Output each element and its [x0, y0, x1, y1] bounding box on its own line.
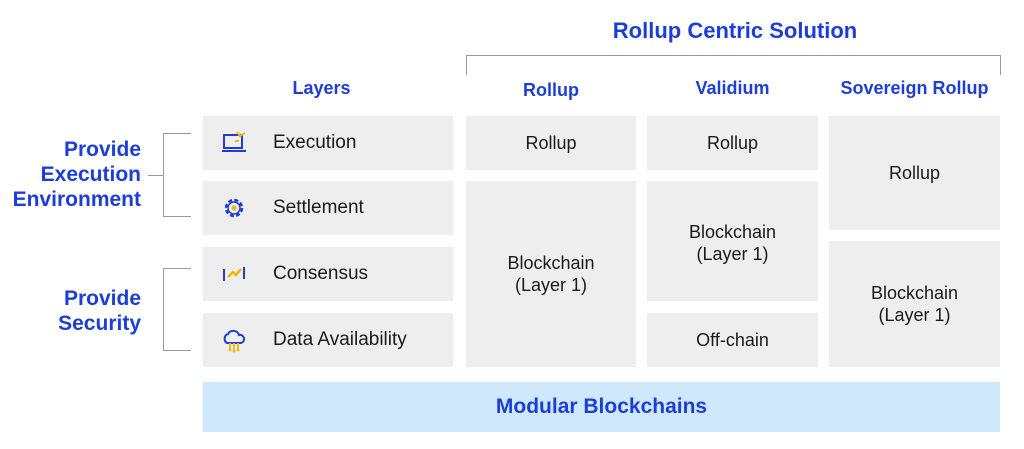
execution-icon — [222, 131, 246, 152]
cloud-icon — [223, 329, 246, 353]
layer-label-consensus: Consensus — [273, 263, 369, 284]
validium-blockchain-cell: Blockchain (Layer 1) — [647, 181, 818, 301]
title-bracket-top — [466, 55, 1001, 56]
gear-icon — [224, 198, 244, 218]
layer-label-settlement: Settlement — [273, 197, 364, 218]
rollup-execution-cell: Rollup — [466, 116, 636, 170]
side-label-execution-environment: Provide Execution Environment — [12, 138, 141, 211]
column-header-rollup: Rollup — [523, 80, 579, 100]
layer-label-data-availability: Data Availability — [273, 329, 407, 350]
column-header-sovereign-rollup: Sovereign Rollup — [840, 78, 989, 98]
validium-execution-cell: Rollup — [647, 116, 818, 170]
title-bracket-right — [1000, 55, 1001, 75]
layer-label-execution: Execution — [273, 132, 357, 153]
diagram-title: Rollup Centric Solution — [612, 18, 858, 43]
bracket-security-top — [163, 268, 191, 269]
side-label-security: Provide Security — [58, 287, 141, 335]
bracket-exec-top — [163, 133, 191, 134]
sovereign-blockchain-cell: Blockchain (Layer 1) — [829, 241, 1000, 367]
bracket-exec-vertical — [163, 133, 164, 217]
layer-execution: Execution — [203, 116, 453, 170]
validium-offchain-cell: Off-chain — [647, 313, 818, 367]
rollup-blockchain-cell: Blockchain (Layer 1) — [466, 181, 636, 367]
bracket-exec-bottom — [163, 216, 191, 217]
bracket-security-bottom — [163, 350, 191, 351]
consensus-icon — [223, 267, 245, 281]
column-header-layers: Layers — [292, 78, 351, 98]
modular-blockchains-banner: Modular Blockchains — [203, 382, 1000, 432]
sovereign-rollup-cell: Rollup — [829, 116, 1000, 230]
bracket-security-vertical — [163, 268, 164, 351]
layer-settlement: Settlement — [203, 181, 453, 235]
title-bracket-left — [466, 55, 467, 75]
bracket-exec-connector — [148, 175, 163, 176]
layer-consensus: Consensus — [203, 247, 453, 301]
column-header-validium: Validium — [695, 78, 770, 98]
layer-data-availability: Data Availability — [203, 313, 453, 367]
